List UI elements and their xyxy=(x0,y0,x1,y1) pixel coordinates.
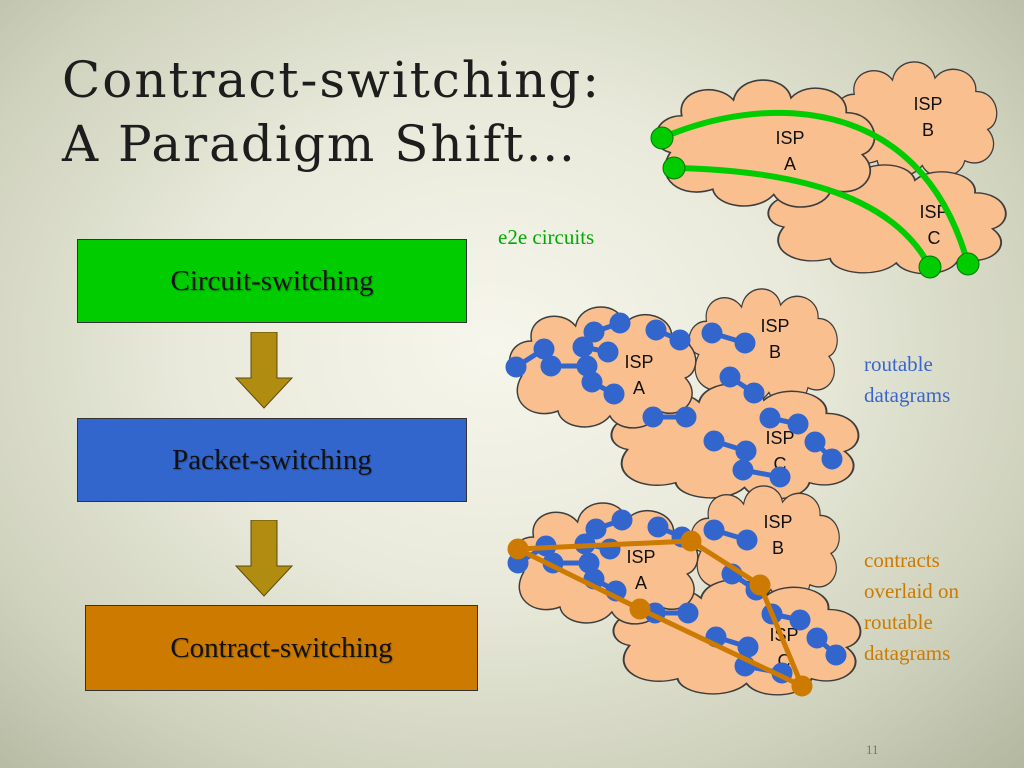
svg-text:A: A xyxy=(784,154,796,174)
isp-c-label: ISP xyxy=(919,202,948,222)
svg-text:C: C xyxy=(928,228,941,248)
circuit-endpoint xyxy=(918,255,942,279)
svg-text:A: A xyxy=(633,378,645,398)
cloud-isp-b xyxy=(688,288,838,405)
svg-text:A: A xyxy=(635,573,647,593)
routable-line-1: routable xyxy=(864,352,933,376)
circuit-endpoint xyxy=(650,126,674,150)
e2e-circuit-1 xyxy=(660,109,971,265)
routable-datagrams-label: routable datagrams xyxy=(864,349,1004,411)
contracts-line-2: overlaid on xyxy=(864,579,960,603)
e2e-circuit-2 xyxy=(673,165,933,269)
circuit-endpoint xyxy=(662,156,686,180)
svg-text:B: B xyxy=(769,342,781,362)
e2e-circuits-label: e2e circuits xyxy=(498,225,595,249)
circuit-clouds: ISP B ISP A ISP C xyxy=(650,61,1007,279)
contract-clouds: ISP B ISP A ISP C xyxy=(507,485,862,697)
contract-overlay xyxy=(507,530,813,697)
svg-text:ISP: ISP xyxy=(763,512,792,532)
cloud-isp-a xyxy=(655,79,876,208)
svg-text:ISP: ISP xyxy=(765,428,794,448)
title-line-1: Contract-switching: xyxy=(62,51,602,109)
svg-text:ISP: ISP xyxy=(626,547,655,567)
contracts-line-4: datagrams xyxy=(864,641,951,665)
contract-switching-label: Contract-switching xyxy=(170,631,393,664)
contracts-overlaid-label: contracts overlaid on routable datagrams xyxy=(864,545,1014,669)
datagram-links xyxy=(505,312,843,488)
packet-switching-label: Packet-switching xyxy=(172,443,372,476)
cloud-isp-a xyxy=(510,502,699,625)
title-line-2: A Paradigm Shift… xyxy=(62,115,578,173)
circuit-endpoint xyxy=(956,252,980,276)
svg-text:ISP: ISP xyxy=(760,316,789,336)
down-arrow-icon xyxy=(234,332,294,409)
isp-b-label: ISP xyxy=(913,94,942,114)
svg-text:ISP: ISP xyxy=(624,352,653,372)
svg-text:B: B xyxy=(772,538,784,558)
circuit-switching-box: Circuit-switching xyxy=(77,239,467,323)
circuit-switching-label: Circuit-switching xyxy=(170,264,374,297)
page-number: 11 xyxy=(866,742,879,757)
contracts-line-1: contracts xyxy=(864,548,940,572)
routable-line-2: datagrams xyxy=(864,383,951,407)
contracts-line-3: routable xyxy=(864,610,933,634)
svg-text:B: B xyxy=(922,120,934,140)
cloud-isp-a xyxy=(508,306,697,429)
isp-a-label: ISP xyxy=(775,128,804,148)
down-arrow-icon xyxy=(234,520,294,597)
contract-switching-box: Contract-switching xyxy=(85,605,478,691)
packet-switching-box: Packet-switching xyxy=(77,418,467,502)
slide-title: Contract-switching: A Paradigm Shift… xyxy=(62,48,601,176)
packet-clouds: ISP B ISP A ISP C xyxy=(505,288,860,500)
